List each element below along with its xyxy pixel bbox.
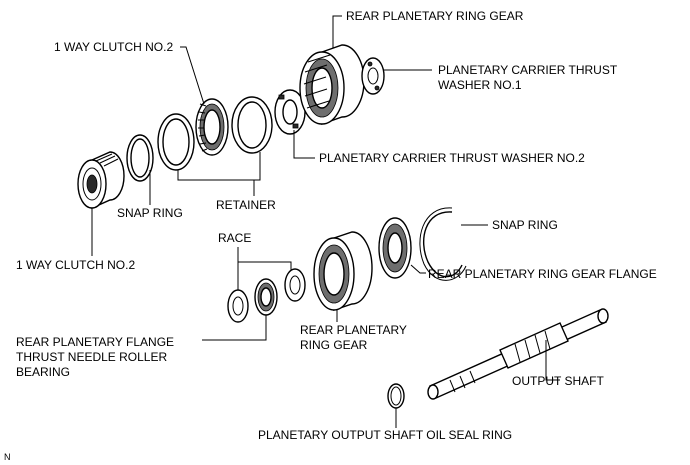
label-one-way-clutch-no2-top: 1 WAY CLUTCH NO.2 [54, 40, 174, 54]
label-flange-bearing-line1: REAR PLANETARY FLANGE [16, 335, 175, 349]
race-left-part [227, 289, 249, 323]
ring-gear-flange-part [378, 217, 412, 279]
label-ring-gear-flange: REAR PLANETARY RING GEAR FLANGE [428, 267, 657, 281]
retainer-left-part [157, 113, 195, 171]
output-shaft-part [427, 308, 609, 400]
one-way-clutch-no2-part [77, 151, 125, 210]
label-rear-planetary-ring-gear-bottom-line2: RING GEAR [300, 338, 368, 352]
label-snap-ring-left: SNAP RING [117, 206, 183, 220]
oil-seal-ring-part [387, 383, 405, 409]
label-carrier-thrust-washer-no1-line2: WASHER NO.1 [438, 78, 522, 92]
label-flange-bearing-line3: BEARING [16, 365, 71, 379]
label-retainer: RETAINER [216, 198, 276, 212]
label-rear-planetary-ring-gear-bottom-line1: REAR PLANETARY [300, 323, 407, 337]
rear-planetary-ring-gear-lower-part [313, 231, 373, 311]
label-race: RACE [218, 231, 252, 245]
retainer-right-part [231, 96, 273, 154]
label-oil-seal-ring: PLANETARY OUTPUT SHAFT OIL SEAL RING [258, 428, 513, 442]
leader-lines [91, 15, 560, 428]
carrier-thrust-washer-no1-part [361, 57, 385, 95]
label-carrier-thrust-washer-no2: PLANETARY CARRIER THRUST WASHER NO.2 [319, 151, 585, 165]
thrust-needle-roller-bearing-part [254, 278, 278, 316]
race-right-part [284, 268, 306, 302]
snap-ring-right-part [419, 207, 467, 281]
label-output-shaft: OUTPUT SHAFT [512, 374, 604, 388]
label-one-way-clutch-no2-bottom: 1 WAY CLUTCH NO.2 [16, 258, 136, 272]
rear-planetary-ring-gear-upper-part [299, 44, 365, 125]
label-snap-ring-right: SNAP RING [492, 218, 558, 232]
one-way-clutch-no2-upper-part [195, 98, 229, 156]
carrier-thrust-washer-no2-part [274, 89, 306, 135]
label-flange-bearing-line2: THRUST NEEDLE ROLLER [16, 350, 168, 364]
corner-mark: N [4, 452, 11, 462]
label-carrier-thrust-washer-no1-line1: PLANETARY CARRIER THRUST [438, 63, 618, 77]
label-rear-planetary-ring-gear-top: REAR PLANETARY RING GEAR [346, 9, 524, 23]
snap-ring-upper-part [126, 134, 154, 182]
